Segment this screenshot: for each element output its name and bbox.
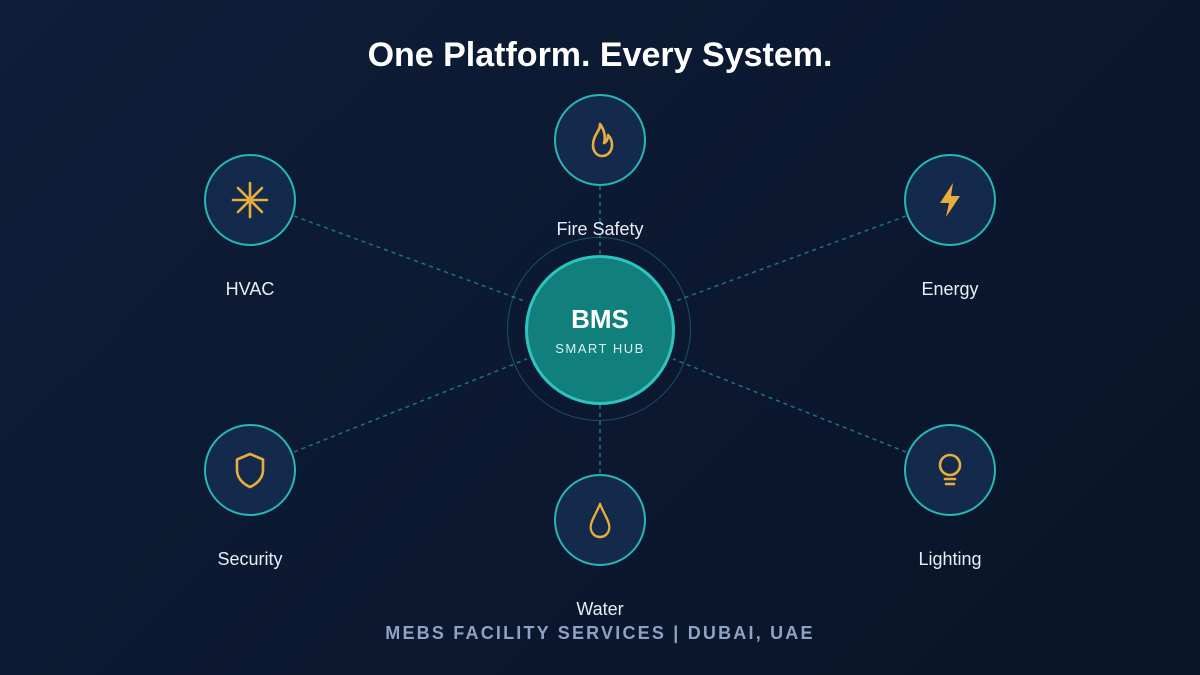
hub-subtitle: SMART HUB [555,341,645,356]
snowflake-icon [231,181,269,219]
label-energy: Energy [921,279,979,299]
label-security: Security [217,549,283,569]
hub-title: BMS [571,304,629,334]
label-lighting: Lighting [918,549,982,569]
lightning-bolt-icon [940,183,960,217]
label-water: Water [576,599,624,619]
label-fire-safety: Fire Safety [556,219,644,239]
footer-company: MEBS FACILITY SERVICES | DUBAI, UAE [385,623,815,643]
shield-icon [235,452,265,489]
node-water [554,474,646,566]
node-security [204,424,296,516]
lightbulb-icon [938,453,962,486]
node-energy [904,154,996,246]
connector-energy [672,215,907,303]
node-lighting [904,424,996,516]
connector-lighting [672,358,907,453]
label-hvac: HVAC [225,279,275,299]
connector-hvac [293,215,528,303]
flame-icon [591,122,614,158]
page-title: One Platform. Every System. [367,36,833,74]
water-drop-icon [589,502,611,539]
node-hvac [204,154,296,246]
node-fire-safety [554,94,646,186]
hub-outer-ring [507,237,691,421]
bms-hub: BMS SMART HUB [525,255,675,405]
connector-security [293,358,528,453]
